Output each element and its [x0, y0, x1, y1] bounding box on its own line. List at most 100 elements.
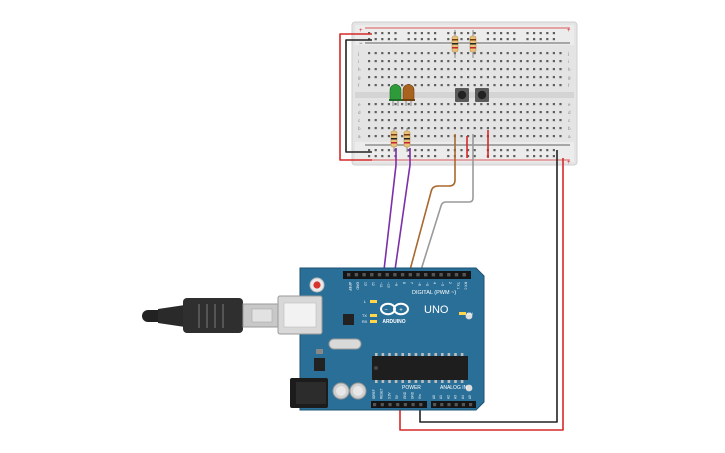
- led-label-on: ON: [467, 312, 473, 316]
- hole: [533, 68, 536, 71]
- hole: [473, 52, 476, 55]
- hole: [513, 127, 516, 130]
- header-hole: [462, 273, 466, 277]
- hole: [407, 32, 410, 35]
- hole: [546, 111, 549, 114]
- header-hole: [347, 273, 351, 277]
- hole: [387, 127, 390, 130]
- hole: [434, 76, 437, 79]
- hole: [533, 127, 536, 130]
- power-pin-label: GND: [411, 391, 415, 399]
- hole: [546, 127, 549, 130]
- digital-header: [343, 271, 471, 279]
- hole: [533, 84, 536, 87]
- hole: [506, 135, 509, 138]
- hole: [440, 52, 443, 55]
- header-hole: [388, 403, 392, 407]
- hole: [526, 119, 529, 122]
- hole: [506, 52, 509, 55]
- power-pin-label: GND: [403, 391, 407, 399]
- hole: [394, 111, 397, 114]
- hole: [500, 103, 503, 106]
- hole: [539, 38, 542, 41]
- hole: [453, 84, 456, 87]
- hole: [500, 135, 503, 138]
- hole: [427, 60, 430, 63]
- hole: [427, 84, 430, 87]
- hole: [526, 38, 529, 41]
- hole: [552, 32, 555, 35]
- hole: [407, 119, 410, 122]
- hole: [559, 135, 562, 138]
- hole: [460, 149, 463, 152]
- hole: [486, 76, 489, 79]
- ic-pin: [441, 380, 444, 383]
- header-hole: [447, 273, 451, 277]
- hole: [434, 103, 437, 106]
- hole: [480, 111, 483, 114]
- hole: [467, 127, 470, 130]
- hole: [427, 155, 430, 158]
- hole: [467, 149, 470, 152]
- hole: [394, 60, 397, 63]
- led-green: [389, 84, 402, 106]
- row-letter: c: [568, 118, 571, 123]
- hole: [368, 84, 371, 87]
- hole: [440, 68, 443, 71]
- hole: [480, 60, 483, 63]
- hole: [368, 60, 371, 63]
- hole: [368, 155, 371, 158]
- hole: [480, 68, 483, 71]
- ic-pin: [414, 380, 418, 383]
- hole: [526, 52, 529, 55]
- header-hole: [454, 273, 459, 277]
- hole: [513, 60, 516, 63]
- hole: [552, 127, 555, 130]
- hole: [447, 155, 450, 158]
- hole: [493, 135, 496, 138]
- hole: [374, 135, 377, 138]
- hole: [513, 84, 516, 87]
- analog-pin-label: A2: [446, 395, 450, 399]
- hole: [519, 84, 522, 87]
- row-letter: e: [568, 102, 571, 107]
- hole: [460, 135, 463, 138]
- hole: [493, 38, 496, 41]
- hole: [473, 135, 476, 138]
- hole: [506, 119, 509, 122]
- rail-plus-label: +: [359, 28, 363, 34]
- hole: [546, 119, 549, 122]
- hole: [513, 103, 516, 106]
- hole: [526, 127, 529, 130]
- hole: [493, 111, 496, 114]
- analog-label: ANALOG IN: [440, 385, 468, 391]
- hole: [559, 127, 562, 130]
- pin-label: ~9: [394, 282, 398, 286]
- hole: [480, 84, 483, 87]
- row-letter: c: [358, 118, 361, 123]
- hole: [453, 60, 456, 63]
- analog-pin-label: A0: [432, 395, 436, 399]
- hole: [407, 127, 410, 130]
- hole: [533, 52, 536, 55]
- hole: [420, 84, 423, 87]
- hole: [539, 111, 542, 114]
- hole: [539, 68, 542, 71]
- hole: [539, 103, 542, 106]
- header-hole: [380, 403, 384, 407]
- pin-label: AREF: [348, 282, 352, 291]
- ic-pin: [421, 380, 424, 383]
- hole: [559, 60, 562, 63]
- analog-header: [431, 401, 476, 408]
- hole: [368, 127, 371, 130]
- crystal-oscillator: [328, 338, 362, 350]
- ic-pin: [394, 380, 398, 383]
- hole: [486, 68, 489, 71]
- hole: [539, 127, 542, 130]
- hole: [447, 103, 450, 106]
- hole: [414, 127, 417, 130]
- hole: [500, 127, 503, 130]
